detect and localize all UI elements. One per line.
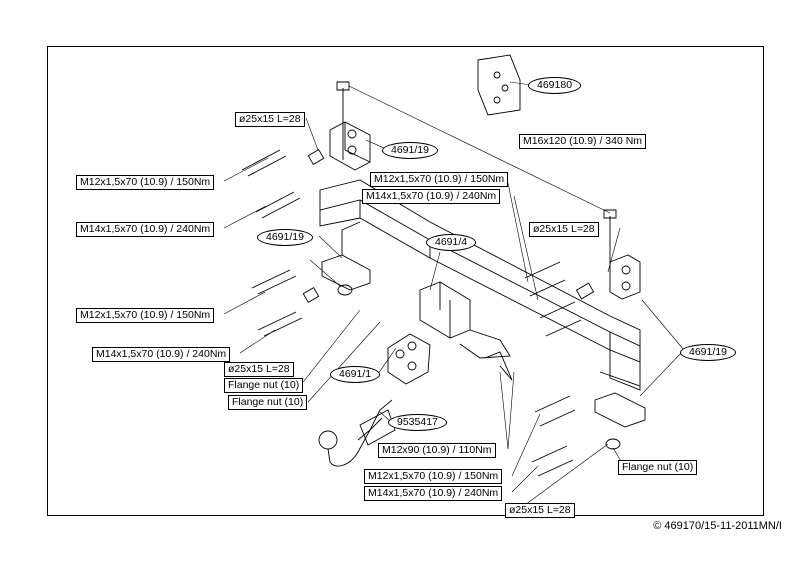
flange-nut-label-3: Flange nut (10): [618, 460, 698, 475]
bolt-m14-label-2: M14x1,5x70 (10.9) / 240Nm: [76, 222, 215, 237]
bolt-m12-label-3: M12x1,5x70 (10.9) / 150Nm: [76, 308, 215, 323]
footer-reference: © 469170/15-11-2011MN/I: [653, 520, 782, 532]
bolt-m12-label-1: M12x1,5x70 (10.9) / 150Nm: [76, 175, 215, 190]
kit-drawing: [477, 54, 521, 116]
bracket-lower-left-drawing: [321, 221, 371, 296]
bolt-m14-label-1: M14x1,5x70 (10.9) / 240Nm: [362, 189, 501, 204]
spacer-label-top: ø25x15 L=28: [235, 112, 305, 127]
bracket-label-right: 4691/19: [680, 344, 736, 361]
bolt-m12-label-2: M12x1,5x70 (10.9) / 150Nm: [370, 172, 509, 187]
bolt-m16-label: M16x120 (10.9) / 340 Nm: [519, 134, 647, 149]
copyright-symbol: ©: [653, 520, 662, 532]
socket-label: 9535417: [388, 414, 447, 431]
bolt-m14-label-4: M14x1,5x70 (10.9) / 240Nm: [364, 486, 503, 501]
bolt-m16-left-drawing: [336, 81, 350, 160]
spacer-label-bottom: ø25x15 L=28: [224, 362, 294, 377]
spacer-label-right: ø25x15 L=28: [529, 222, 599, 237]
crossbar-drawing: [319, 179, 641, 391]
socket-drawing: [387, 333, 431, 385]
ball-label: 4691/1: [330, 366, 381, 383]
footer-code: 469170/15-11-2011MN/I: [664, 520, 782, 532]
bolt-m12-label-4: M12x1,5x70 (10.9) / 150Nm: [364, 469, 503, 484]
bracket-label-top: 4691/19: [382, 142, 438, 159]
ball-drawing: [318, 399, 396, 467]
bolt-m12x90-label: M12x90 (10.9) / 110Nm: [378, 443, 496, 458]
leader-lines: [223, 81, 685, 511]
bracket-label-left: 4691/19: [257, 229, 313, 246]
bracket-upper-left-drawing: [329, 121, 371, 171]
bolt-m14-label-3: M14x1,5x70 (10.9) / 240Nm: [92, 347, 231, 362]
crossbar-label: 4691/4: [426, 234, 477, 251]
bolt-m16-right-drawing: [603, 209, 617, 262]
flange-nut-label-2: Flange nut (10): [228, 395, 308, 410]
kit-part-label: 469180: [528, 77, 582, 94]
bolts-right-drawing: [484, 261, 595, 477]
bolts-left-drawing: [241, 149, 325, 337]
flange-nut-label-1: Flange nut (10): [224, 378, 304, 393]
spacer-label-bottom-right: ø25x15 L=28: [505, 503, 575, 518]
diagram-frame: [47, 46, 764, 516]
bracket-right-drawing: [594, 254, 646, 450]
